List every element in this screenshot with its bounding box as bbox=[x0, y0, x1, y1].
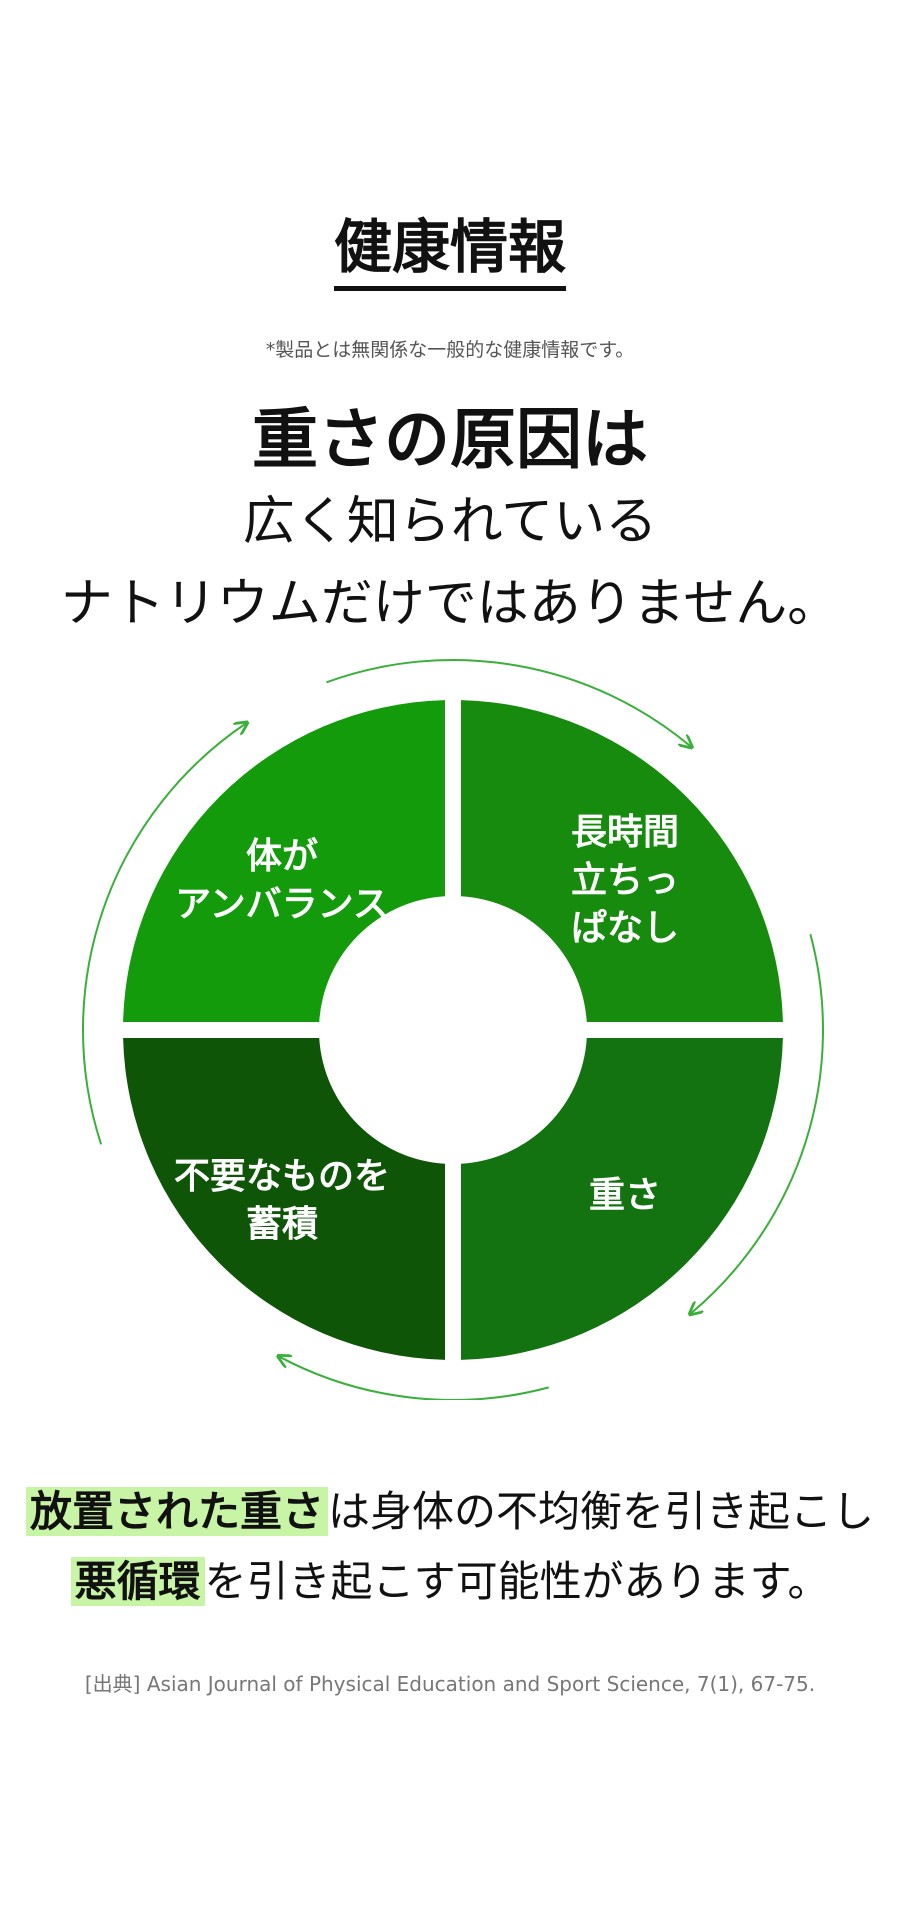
source-citation: [出典] Asian Journal of Physical Education… bbox=[84, 1672, 816, 1696]
section-title: 健康情報 bbox=[0, 218, 900, 291]
highlight-vicious-cycle: 悪循環 bbox=[70, 1557, 205, 1606]
segment-label-line: 不要なものを bbox=[174, 1156, 390, 1197]
segment-label-line: 長時間 bbox=[571, 812, 679, 853]
segment-long-standing bbox=[460, 700, 783, 1023]
cycle-arrow-left bbox=[82, 723, 246, 1145]
segment-label-body-imbalance: 体がアンバランス bbox=[175, 836, 389, 925]
section-title-text: 健康情報 bbox=[333, 218, 566, 291]
cycle-arrow-bottom bbox=[279, 1357, 550, 1400]
summary-line-2: 悪循環を引き起こす可能性があります。 bbox=[0, 1557, 900, 1607]
segment-label-heaviness: 重さ bbox=[589, 1175, 661, 1216]
disclaimer: *製品とは無関係な一般的な健康情報です。 bbox=[265, 339, 635, 361]
segment-label-line: 体が bbox=[246, 836, 318, 877]
segment-label-accumulation: 不要なものを蓄積 bbox=[174, 1156, 390, 1245]
highlight-neglected-heaviness: 放置された重さ bbox=[25, 1487, 328, 1536]
headline-line-2: 広く知られている bbox=[242, 492, 658, 552]
segment-label-line: 重さ bbox=[589, 1175, 661, 1216]
segment-label-long-standing: 長時間立ちっぱなし bbox=[571, 812, 679, 949]
segment-label-line: アンバランス bbox=[175, 884, 389, 925]
summary-line-2-text: を引き起こす可能性があります。 bbox=[204, 1557, 830, 1606]
cycle-arrow-top bbox=[326, 659, 690, 747]
segment-accumulation bbox=[123, 1037, 446, 1360]
segment-label-line: 立ちっ bbox=[571, 860, 679, 901]
segment-label-line: ぱなし bbox=[571, 908, 679, 949]
headline-line-3: ナトリウムだけではありません。 bbox=[60, 574, 840, 634]
segment-heaviness bbox=[460, 1037, 783, 1360]
summary-line-1: 放置された重さは身体の不均衡を引き起こし bbox=[0, 1487, 900, 1537]
cycle-diagram: 体がアンバランス 長時間立ちっぱなし 重さ 不要なものを蓄積 bbox=[82, 659, 824, 1400]
segment-body-imbalance bbox=[123, 700, 446, 1023]
segment-label-line: 蓄積 bbox=[246, 1204, 318, 1245]
headline: 重さの原因は bbox=[252, 401, 648, 478]
cycle-arrow-right bbox=[691, 933, 824, 1313]
summary-line-1-text: は身体の不均衡を引き起こし bbox=[328, 1487, 875, 1536]
